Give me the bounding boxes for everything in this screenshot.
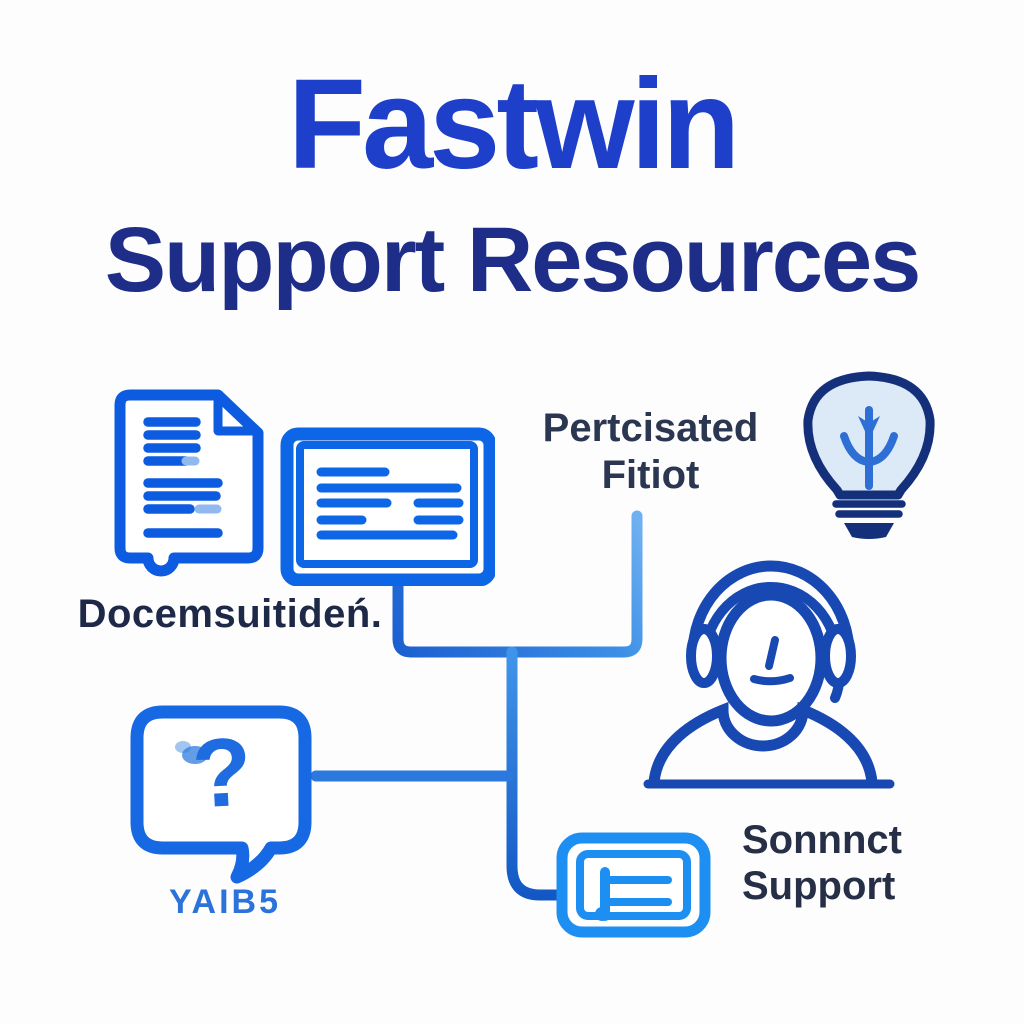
question-mark-glyph: ? [189,716,255,829]
document-icon [114,389,264,577]
contact-label-line2: Support [742,864,896,909]
support-agent-icon [643,560,895,789]
contact-label: Sonnnct Support [742,817,962,910]
personalized-label-line1: Pertcisated [542,406,759,450]
documentation-label: Docemsuitideń. [77,592,383,636]
contact-label-line1: Sonnnct [742,818,902,862]
brand-title: Fastwin [287,53,741,196]
lightbulb-icon [803,371,935,539]
personalized-label-line2: Fitiot [601,452,700,497]
page-title: Support Resources [104,209,922,311]
ticket-card-icon [556,832,711,938]
question-bubble-icon [130,705,312,884]
browser-card-icon [280,427,495,586]
personalized-label: Pertcisated Fitiot [523,405,778,499]
faq-label: YAIB5 [168,883,282,921]
